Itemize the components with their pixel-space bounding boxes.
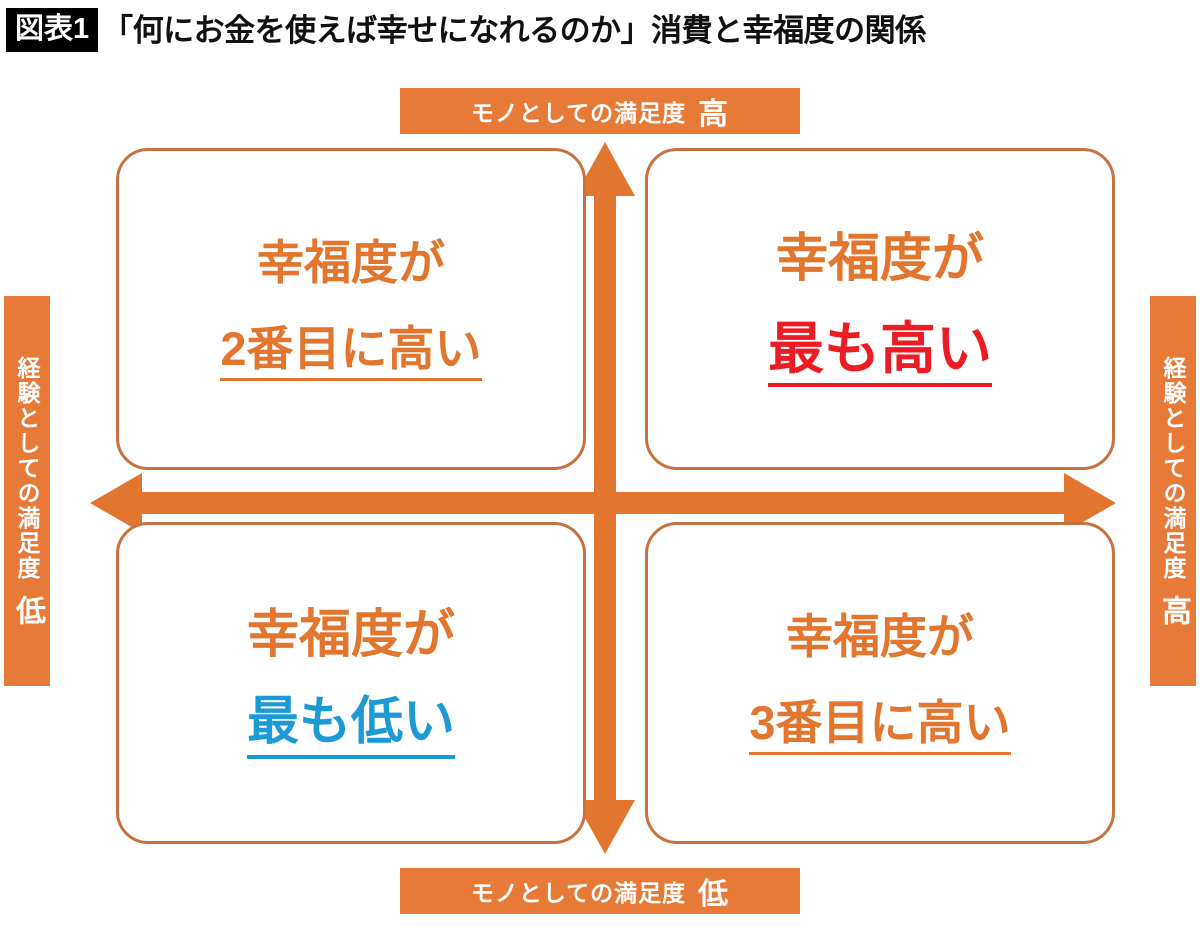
quadrant-top-right: 幸福度が 最も高い [645, 148, 1115, 470]
axis-label-bottom: モノとしての満足度 低 [400, 868, 800, 914]
quadrant-top-right-line2: 最も高い [768, 318, 992, 388]
axis-label-right: 経験としての満足度 高 [1150, 296, 1196, 686]
axis-label-bottom-text: モノとしての満足度 [470, 880, 687, 906]
axis-label-right-level: 高 [1157, 594, 1190, 627]
quadrant-top-left: 幸福度が 2番目に高い [116, 148, 586, 470]
page-title-text: 「何にお金を使えば幸せになれるのか」消費と幸福度の関係 [102, 12, 926, 48]
quadrant-top-left-line2: 2番目に高い [220, 322, 482, 382]
axis-label-right-text: 経験としての満足度 [1160, 355, 1186, 581]
figure-number-badge: 図表1 [6, 8, 99, 52]
axis-label-left-text: 経験としての満足度 [14, 355, 40, 581]
axis-label-bottom-level: 低 [698, 878, 730, 911]
quadrant-top-right-line1: 幸福度が [775, 229, 984, 288]
horizontal-axis-shaft [130, 492, 1080, 514]
axis-label-top: モノとしての満足度 高 [400, 88, 800, 134]
quadrant-bottom-left-line2: 最も低い [246, 693, 455, 760]
quadrant-bottom-right: 幸福度が 3番目に高い [645, 522, 1115, 844]
axis-label-left: 経験としての満足度 低 [4, 296, 50, 686]
quadrant-bottom-right-line1: 幸福度が [786, 609, 974, 663]
axis-label-top-text: モノとしての満足度 [470, 100, 687, 126]
axis-label-left-level: 低 [11, 594, 44, 627]
vertical-axis-shaft [594, 186, 616, 810]
quadrant-bottom-left: 幸福度が 最も低い [116, 522, 586, 844]
quadrant-bottom-left-line1: 幸福度が [246, 605, 455, 664]
axis-label-top-level: 高 [698, 98, 730, 131]
page-title: 図表1 「何にお金を使えば幸せになれるのか」消費と幸福度の関係 [6, 6, 1196, 54]
quadrant-top-left-line1: 幸福度が [257, 235, 445, 289]
quadrant-bottom-right-line2: 3番目に高い [749, 696, 1011, 756]
